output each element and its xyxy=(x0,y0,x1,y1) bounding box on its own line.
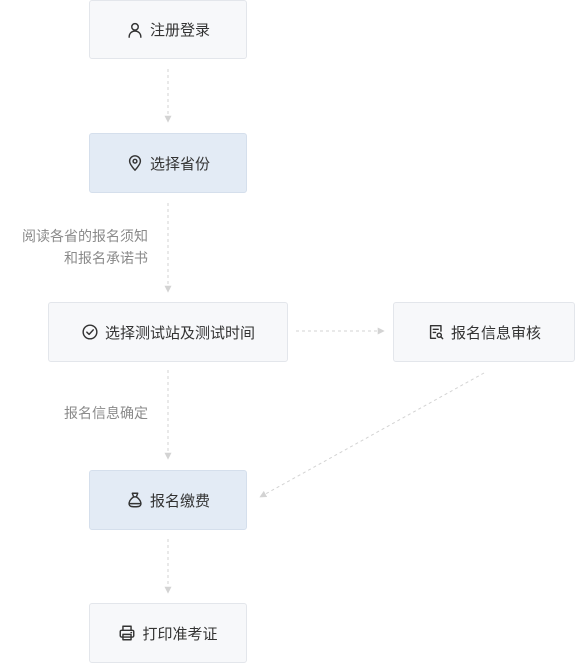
node-payment-label: 报名缴费 xyxy=(149,491,210,510)
node-print-ticket-label: 打印准考证 xyxy=(142,624,218,643)
check-circle-icon xyxy=(81,323,99,341)
node-register-label: 注册登录 xyxy=(149,21,210,39)
node-print-ticket[interactable]: 打印准考证 xyxy=(89,603,247,663)
node-review-label: 报名信息审核 xyxy=(450,323,541,342)
edge-label-read-notice-line1: 阅读各省的报名须知 xyxy=(22,229,148,245)
document-search-icon xyxy=(427,323,445,341)
node-select-test-site[interactable]: 选择测试站及测试时间 xyxy=(48,302,288,362)
edge-label-confirm-info-text: 报名信息确定 xyxy=(64,406,148,422)
user-icon xyxy=(126,21,144,39)
money-bag-icon xyxy=(126,491,144,509)
node-select-test-site-label: 选择测试站及测试时间 xyxy=(104,323,255,342)
node-register[interactable]: 注册登录 xyxy=(89,0,247,59)
edge-label-read-notice-line2: 和报名承诺书 xyxy=(64,251,148,267)
printer-icon xyxy=(118,624,136,642)
node-payment[interactable]: 报名缴费 xyxy=(89,470,247,530)
connector-review-to-payment xyxy=(259,372,485,498)
edge-label-confirm-info: 报名信息确定 xyxy=(64,403,148,425)
node-select-province[interactable]: 选择省份 xyxy=(89,133,247,193)
edge-label-read-notice: 阅读各省的报名须知 和报名承诺书 xyxy=(22,226,148,270)
node-select-province-label: 选择省份 xyxy=(149,154,210,173)
node-review[interactable]: 报名信息审核 xyxy=(393,302,575,362)
location-pin-icon xyxy=(126,154,144,172)
